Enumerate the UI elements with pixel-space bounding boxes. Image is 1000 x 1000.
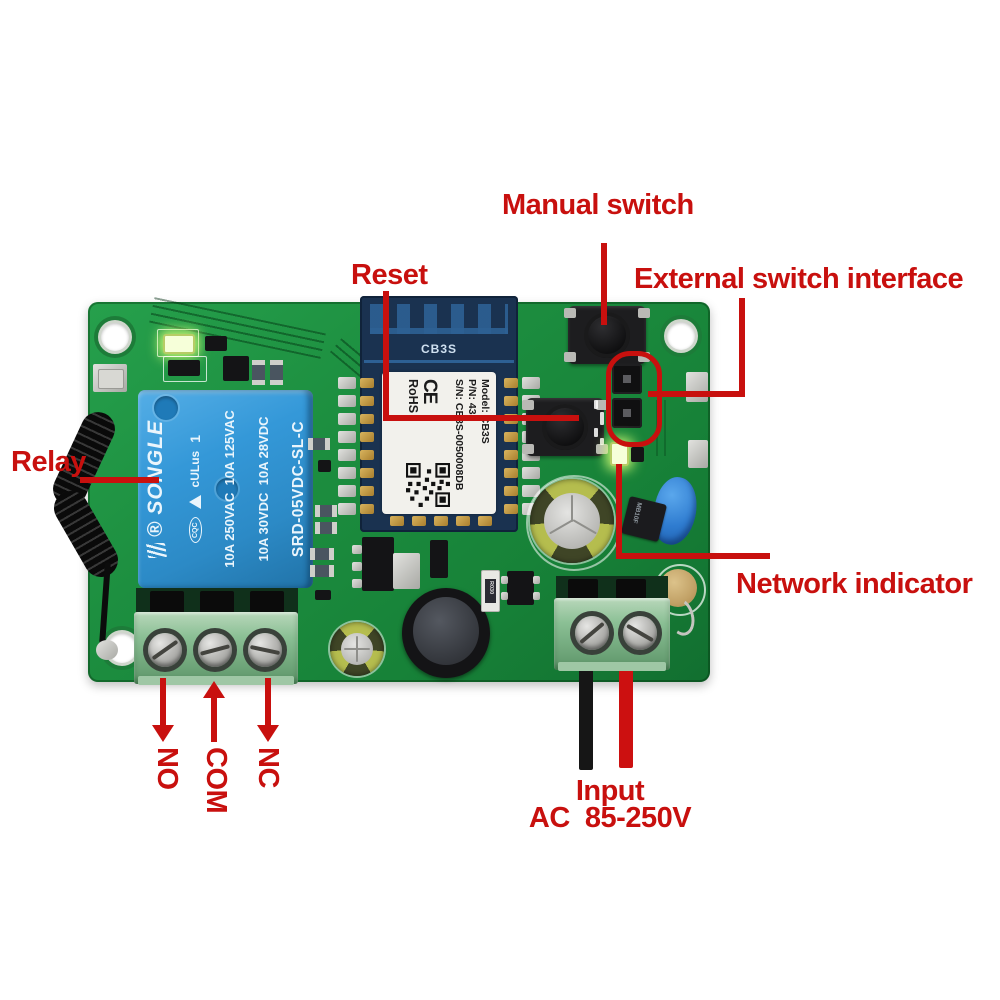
smd-component: [318, 460, 331, 472]
relay-reg-mark: ®: [144, 520, 167, 538]
ic-leg: [533, 592, 540, 600]
regulator-leg: [352, 579, 362, 588]
resistor-marking: R030: [488, 581, 494, 595]
module-label: Model: CB3S P/N: 433 S/N: CB3S-0050008DB…: [382, 372, 496, 514]
sense-resistor: R030: [481, 570, 500, 612]
smd-resistor: [310, 565, 334, 577]
input-label: Input: [575, 775, 645, 807]
capacitor-groove: [571, 495, 573, 522]
arrow-no-head-icon: [152, 725, 174, 742]
capacitor-groove: [344, 648, 370, 650]
mounting-hole-top-left: [101, 323, 129, 351]
relay-brand: SONGLE: [144, 419, 167, 515]
external-switch-label: External switch interface: [634, 263, 964, 295]
rohs-mark: RoHS: [406, 379, 420, 414]
relay-callout-line: [80, 477, 159, 483]
module-pn: P/N: 433: [466, 379, 478, 421]
smd-resistor: [315, 505, 337, 517]
reset-button: [522, 398, 608, 456]
smd-component: [315, 590, 331, 600]
regulator-leg: [352, 545, 362, 554]
triangle-cert-icon: [189, 495, 201, 510]
terminal-com-label: COM: [200, 747, 232, 814]
antenna-solder-pad: [96, 640, 118, 660]
arrow-nc-stem: [265, 678, 271, 726]
ul-mark: cULus: [188, 450, 202, 488]
inductor-top: [413, 597, 479, 665]
regulator-tab: [393, 553, 420, 589]
external-switch-callout-line: [648, 391, 745, 397]
power-led: [163, 334, 195, 354]
smd-component: [205, 336, 227, 351]
relay-rating-dc: 10A 30VDC 10A 28VDC: [256, 416, 271, 562]
solder-pad: [686, 372, 708, 402]
terminal-no-label: NO: [151, 747, 183, 790]
input-voltage-label: AC 85-250V: [528, 802, 692, 834]
smd-transistor: [223, 356, 249, 381]
silkscreen-dash: [600, 438, 604, 445]
arrow-com-stem: [211, 696, 217, 742]
smd-component: [631, 447, 644, 462]
input-wire-red: [619, 668, 633, 768]
ul-number: 1: [187, 434, 203, 443]
solder-pad: [688, 440, 708, 468]
reset-label: Reset: [351, 259, 428, 291]
qr-code: [406, 463, 450, 507]
ic-leg: [501, 592, 508, 600]
relay-rating-ac: 10A 250VAC 10A 125VAC: [222, 410, 237, 568]
voltage-regulator: [362, 537, 394, 591]
manual-switch-callout-line: [601, 243, 607, 325]
ic-marking: MB10F: [630, 501, 643, 524]
antenna-trace-pattern: [370, 328, 508, 334]
flag-logo-icon: [145, 543, 167, 559]
arrow-com-head-icon: [203, 681, 225, 698]
silkscreen-outline: [163, 356, 207, 382]
ic-leg: [501, 576, 508, 584]
module-chip-name: CB3S: [420, 342, 457, 356]
external-switch-highlight-outline: [606, 351, 662, 447]
screw-terminal-com: [198, 633, 232, 667]
arrow-nc-head-icon: [257, 725, 279, 742]
screw-terminal-no: [148, 633, 182, 667]
smd-diode: [168, 360, 200, 376]
network-callout-line: [616, 553, 770, 559]
smd-transistor: [430, 540, 448, 578]
cqc-logo: CQC: [188, 517, 202, 544]
external-switch-callout-line: [739, 298, 745, 397]
silkscreen-dash: [594, 400, 598, 409]
manual-switch-label: Manual switch: [502, 189, 694, 221]
reset-callout-line: [383, 415, 579, 421]
ce-mark: CE: [419, 379, 440, 404]
silkscreen-dash: [600, 412, 604, 425]
terminal-nc-label: NC: [252, 747, 284, 788]
input-wire-black: [579, 668, 593, 770]
module-sn: S/N: CB3S-0050008DB: [453, 379, 465, 491]
relay-label: ® SONGLE CQC cULus 1 10A 250VAC 10A 125V…: [144, 393, 308, 585]
relay-annotation-label: Relay: [11, 446, 86, 478]
network-indicator-label: Network indicator: [736, 568, 973, 600]
smd-resistor: [310, 548, 334, 560]
mounting-hole-top-right: [667, 322, 695, 350]
relay-rivet: [154, 396, 178, 420]
smd-ic: [507, 571, 534, 605]
smd-resistor: [252, 360, 265, 385]
ic-leg: [533, 576, 540, 584]
smd-resistor: [270, 360, 283, 385]
smd-resistor: [308, 438, 330, 450]
module-model: Model: CB3S: [479, 379, 491, 444]
silkscreen-dash: [594, 428, 598, 437]
smd-resistor: [315, 522, 337, 534]
screw-terminal-input-r: [623, 616, 657, 650]
arrow-no-stem: [160, 678, 166, 726]
screw-terminal-input-l: [575, 616, 609, 650]
relay-part-number: SRD-05VDC-SL-C: [290, 420, 307, 558]
relay-rivet: [216, 478, 238, 500]
network-callout-line: [616, 464, 622, 559]
screw-terminal-nc: [248, 633, 282, 667]
reset-callout-line: [383, 291, 389, 421]
crystal-top: [98, 369, 124, 389]
regulator-leg: [352, 562, 362, 571]
module-edge-line: [364, 360, 514, 363]
